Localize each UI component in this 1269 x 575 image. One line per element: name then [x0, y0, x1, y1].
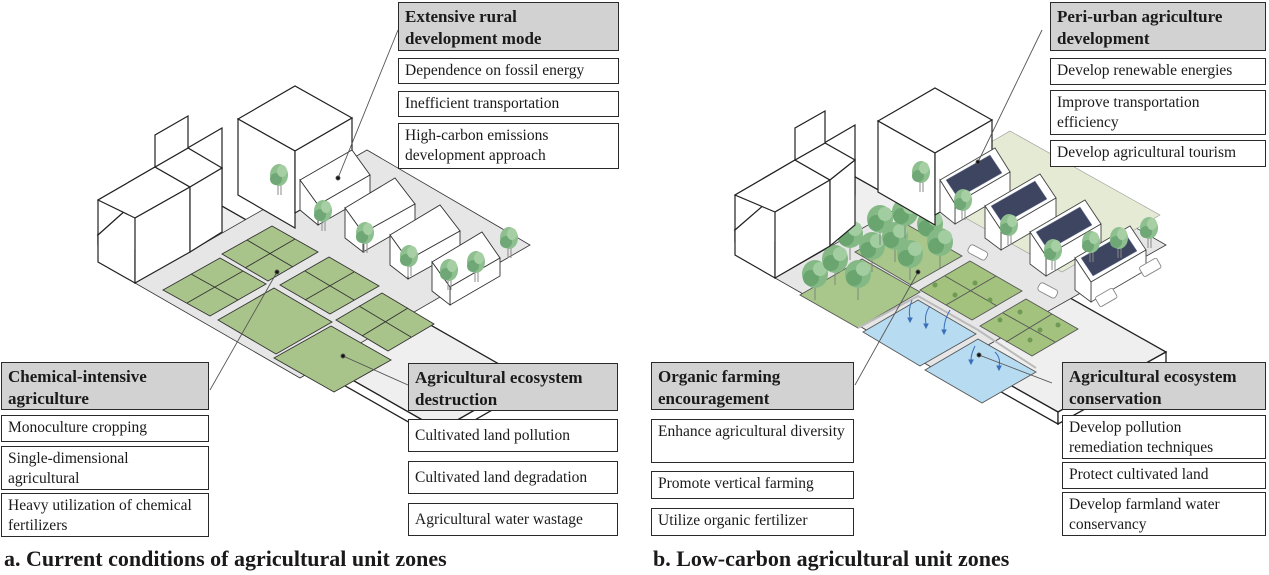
leader-lines-a: [209, 29, 409, 391]
callout-title: Agricultural ecosystem destruction: [408, 363, 618, 411]
callout-item: Cultivated land pollution: [408, 419, 618, 452]
panel-b-scene: [733, 29, 1168, 426]
callout-title: Peri-urban agriculture development: [1050, 2, 1266, 51]
vehicles: [967, 244, 1162, 307]
callout-item: Enhance agricultural diversity: [651, 419, 854, 463]
callout-item: Dependence on fossil energy: [398, 58, 619, 84]
callout-item: Agricultural water wastage: [408, 503, 618, 536]
callout-item: Improve transportation efficiency: [1050, 90, 1266, 135]
callout-item: Develop farmland water conservancy: [1062, 492, 1266, 536]
callout-item: Cultivated land degradation: [408, 461, 618, 494]
callout-title: Extensive rural development mode: [398, 2, 619, 51]
block-building-left-b: [733, 109, 857, 280]
callout-item: Promote vertical farming: [651, 471, 854, 499]
callout-item: Single-dimensional agricultural: [1, 446, 209, 490]
irrigation-arrows: [907, 299, 1002, 372]
caption-panel-b: b. Low-carbon agricultural unit zones: [653, 546, 1010, 571]
callout-item: Monoculture cropping: [1, 415, 209, 442]
organic-plots: [799, 223, 1079, 404]
callout-title: Organic farming encouragement: [651, 362, 854, 410]
block-building-left: [96, 114, 224, 285]
callout-item: Develop pollution remediation techniques: [1062, 415, 1266, 459]
callout-title: Chemical-intensive agriculture: [1, 362, 209, 410]
callout-item: Protect cultivated land: [1062, 462, 1266, 489]
caption-panel-a: a. Current conditions of agricultural un…: [4, 546, 447, 571]
callout-item: Heavy utilization of chemical fertilizer…: [1, 493, 209, 537]
callout-item: Develop agricultural tourism: [1050, 140, 1266, 167]
leader-lines-b: [854, 29, 1053, 386]
callout-item: Inefficient transportation: [398, 91, 619, 117]
callout-item: High-carbon emissions development approa…: [398, 123, 619, 169]
monoculture-fields: [162, 225, 435, 393]
panel-a-scene: [96, 29, 531, 442]
callout-item: Develop renewable energies: [1050, 58, 1266, 85]
callout-item: Utilize organic fertilizer: [651, 508, 854, 536]
crop-dots: [932, 280, 1061, 343]
callout-title: Agricultural ecosystem conservation: [1062, 362, 1266, 410]
block-building-tall: [236, 85, 354, 230]
